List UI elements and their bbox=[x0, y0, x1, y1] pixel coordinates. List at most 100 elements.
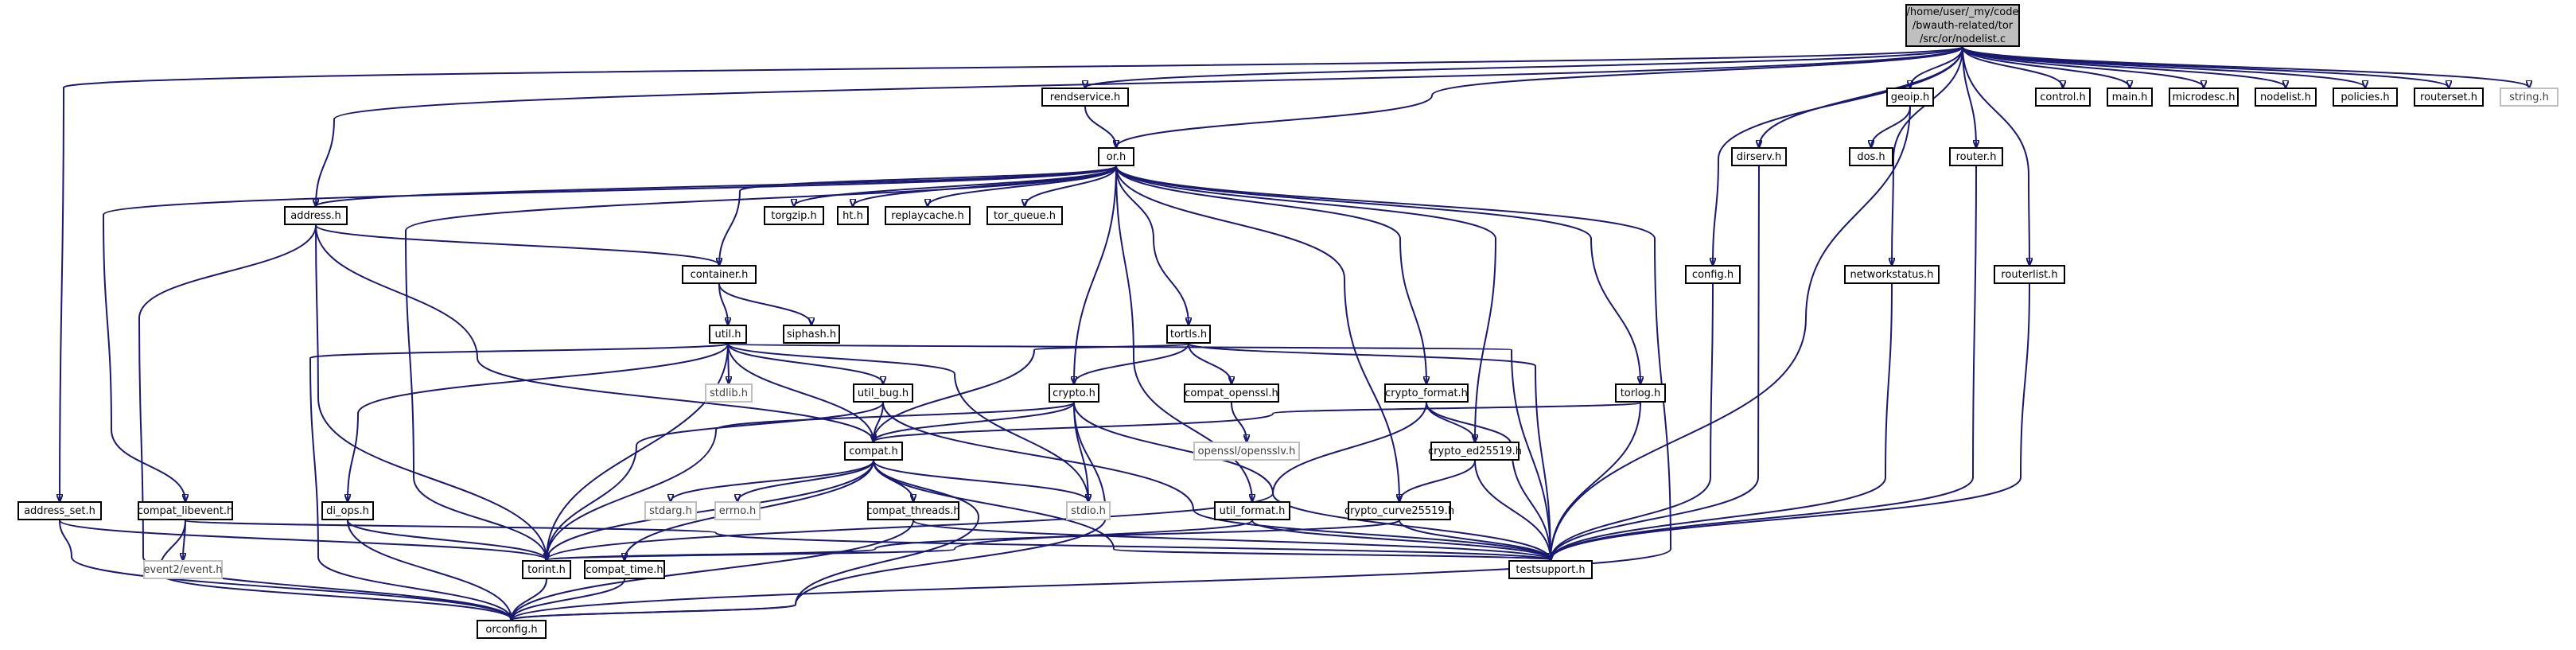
node-string-h[interactable]: string.h bbox=[2500, 88, 2558, 107]
edge-or-h-to-replaycache-h bbox=[928, 165, 1117, 206]
edge-nodelist-c-to-main-h bbox=[1962, 46, 2130, 88]
edge-util-h-to-stdio-h bbox=[727, 343, 1088, 501]
node-opensslv-h[interactable]: openssl/opensslv.h bbox=[1193, 442, 1300, 461]
edge-router-h-to-testsupport-h bbox=[1551, 165, 1977, 560]
node-crypto-format-h[interactable]: crypto_format.h bbox=[1384, 383, 1469, 403]
node-di-ops-h[interactable]: di_ops.h bbox=[321, 501, 374, 520]
edge-tortls-h-to-compat-h bbox=[874, 343, 1189, 442]
edge-compat-libevent-h-to-orconfig-h bbox=[158, 520, 512, 620]
node-compat-libevent-h[interactable]: compat_libevent.h bbox=[138, 501, 233, 520]
edge-util-h-to-util-bug-h bbox=[727, 343, 883, 383]
node-util-h[interactable]: util.h bbox=[709, 325, 747, 344]
node-nodelist-h[interactable]: nodelist.h bbox=[2255, 88, 2317, 107]
node-routerset-h[interactable]: routerset.h bbox=[2414, 88, 2484, 107]
node-ht-h[interactable]: ht.h bbox=[837, 206, 869, 225]
node-policies-h[interactable]: policies.h bbox=[2333, 88, 2398, 107]
edge-geoip-h-to-dos-h bbox=[1871, 106, 1911, 147]
edge-config-h-to-testsupport-h bbox=[1551, 283, 1714, 560]
node-config-h[interactable]: config.h bbox=[1685, 265, 1741, 284]
node-geoip-h[interactable]: geoip.h bbox=[1886, 88, 1934, 107]
node-router-h[interactable]: router.h bbox=[1949, 147, 2003, 166]
node-compat-h[interactable]: compat.h bbox=[844, 442, 903, 461]
node-orconfig-h[interactable]: orconfig.h bbox=[477, 620, 547, 639]
edge-nodelist-c-to-dirserv-h bbox=[1759, 46, 1963, 147]
node-torint-h[interactable]: torint.h bbox=[522, 560, 571, 579]
root-line-1: /home/user/_my/code bbox=[1906, 6, 2019, 18]
edge-nodelist-c-to-routerlist-h bbox=[1962, 46, 2029, 265]
node-event-h[interactable]: event2/event.h bbox=[143, 560, 223, 579]
node-microdesc-h[interactable]: microdesc.h bbox=[2169, 88, 2239, 107]
node-rendservice-h[interactable]: rendservice.h bbox=[1041, 88, 1129, 107]
edge-nodelist-c-to-router-h bbox=[1962, 46, 1976, 147]
node-or-h[interactable]: or.h bbox=[1098, 147, 1134, 166]
edge-crypto-format-h-to-torint-h bbox=[547, 402, 1427, 560]
edge-crypto-h-to-compat-h bbox=[874, 402, 1075, 442]
node-address-set-h[interactable]: address_set.h bbox=[18, 501, 102, 520]
node-compat-threads-h[interactable]: compat_threads.h bbox=[866, 501, 960, 520]
node-container-h[interactable]: container.h bbox=[682, 265, 757, 284]
edge-util-h-to-di-ops-h bbox=[348, 343, 729, 501]
edge-compat-h-to-stdio-h bbox=[873, 460, 1088, 501]
node-errno-h[interactable]: errno.h bbox=[714, 501, 761, 520]
node-routerlist-h[interactable]: routerlist.h bbox=[1994, 265, 2065, 284]
node-control-h[interactable]: control.h bbox=[2035, 88, 2091, 107]
edge-nodelist-c-to-address-set-h bbox=[60, 46, 1963, 501]
node-address-h[interactable]: address.h bbox=[284, 206, 348, 225]
node-util-format-h[interactable]: util_format.h bbox=[1214, 501, 1290, 520]
edge-or-h-to-address-h bbox=[316, 165, 1117, 206]
edge-di-ops-h-to-torint-h bbox=[347, 520, 547, 560]
edge-tortls-h-to-testsupport-h bbox=[1188, 343, 1551, 560]
edge-compat-threads-h-to-testsupport-h bbox=[912, 520, 1551, 560]
edge-nodelist-c-to-nodelist-h bbox=[1962, 46, 2286, 88]
node-stdlib-h[interactable]: stdlib.h bbox=[705, 383, 753, 403]
edge-nodelist-c-to-policies-h bbox=[1962, 46, 2365, 88]
node-testsupport-h[interactable]: testsupport.h bbox=[1508, 560, 1593, 579]
node-dos-h[interactable]: dos.h bbox=[1849, 147, 1893, 166]
edge-address-h-to-orconfig-h bbox=[138, 224, 512, 620]
edge-tortls-h-to-compat-openssl-h bbox=[1188, 343, 1232, 383]
node-crypto-ed25519-h[interactable]: crypto_ed25519.h bbox=[1428, 442, 1522, 461]
node-stdio-h[interactable]: stdio.h bbox=[1066, 501, 1111, 520]
edge-container-h-to-util-h bbox=[718, 283, 728, 325]
node-tortls-h[interactable]: tortls.h bbox=[1166, 325, 1211, 344]
edge-compat-openssl-h-to-opensslv-h bbox=[1231, 402, 1247, 442]
node-nodelist-c[interactable]: /home/user/_my/code /bwauth-related/tor … bbox=[1905, 4, 2020, 47]
node-compat-openssl-h[interactable]: compat_openssl.h bbox=[1184, 383, 1279, 403]
edge-compat-h-to-testsupport-h bbox=[873, 460, 1551, 560]
edge-or-h-to-tortls-h bbox=[1115, 165, 1189, 325]
edge-address-h-to-compat-h bbox=[315, 224, 874, 442]
node-dirserv-h[interactable]: dirserv.h bbox=[1731, 147, 1787, 166]
edge-or-h-to-compat-libevent-h bbox=[102, 165, 1117, 501]
edge-util-h-to-compat-h bbox=[727, 343, 874, 442]
edge-compat-h-to-torint-h bbox=[547, 460, 874, 560]
edge-rendservice-h-to-or-h bbox=[1084, 106, 1116, 147]
edge-or-h-to-crypto-h bbox=[1074, 165, 1117, 383]
node-util-bug-h[interactable]: util_bug.h bbox=[853, 383, 913, 403]
edge-util-format-h-to-torint-h bbox=[547, 520, 1253, 560]
edge-or-h-to-tor-queue-h bbox=[1025, 165, 1117, 206]
node-siphash-h[interactable]: siphash.h bbox=[783, 325, 840, 344]
edge-or-h-to-crypto-format-h bbox=[1115, 165, 1426, 383]
edge-nodelist-c-to-or-h bbox=[1116, 46, 1963, 147]
edge-or-h-to-orconfig-h bbox=[512, 165, 1672, 620]
edge-nodelist-c-to-rendservice-h bbox=[1085, 46, 1963, 88]
edge-util-h-to-torint-h bbox=[547, 343, 729, 560]
edge-util-bug-h-to-torint-h bbox=[547, 402, 884, 560]
edge-compat-time-h-to-orconfig-h bbox=[512, 578, 625, 620]
node-replaycache-h[interactable]: replaycache.h bbox=[885, 206, 971, 225]
edge-compat-libevent-h-to-testsupport-h bbox=[185, 520, 1551, 560]
node-tor-queue-h[interactable]: tor_queue.h bbox=[986, 206, 1063, 225]
edge-or-h-to-torint-h bbox=[404, 165, 1117, 560]
edge-nodelist-c-to-microdesc-h bbox=[1962, 46, 2204, 88]
node-crypto-h[interactable]: crypto.h bbox=[1049, 383, 1099, 403]
node-crypto-curve25519-h[interactable]: crypto_curve25519.h bbox=[1344, 501, 1454, 520]
node-main-h[interactable]: main.h bbox=[2107, 88, 2153, 107]
edge-nodelist-c-to-routerset-h bbox=[1962, 46, 2449, 88]
node-networkstatus-h[interactable]: networkstatus.h bbox=[1844, 265, 1940, 284]
node-stdarg-h[interactable]: stdarg.h bbox=[644, 501, 697, 520]
node-torlog-h[interactable]: torlog.h bbox=[1615, 383, 1666, 403]
node-torgzip-h[interactable]: torgzip.h bbox=[764, 206, 824, 225]
node-compat-time-h[interactable]: compat_time.h bbox=[584, 560, 665, 579]
edge-or-h-to-container-h bbox=[719, 165, 1117, 265]
edge-address-h-to-torint-h bbox=[315, 224, 547, 560]
